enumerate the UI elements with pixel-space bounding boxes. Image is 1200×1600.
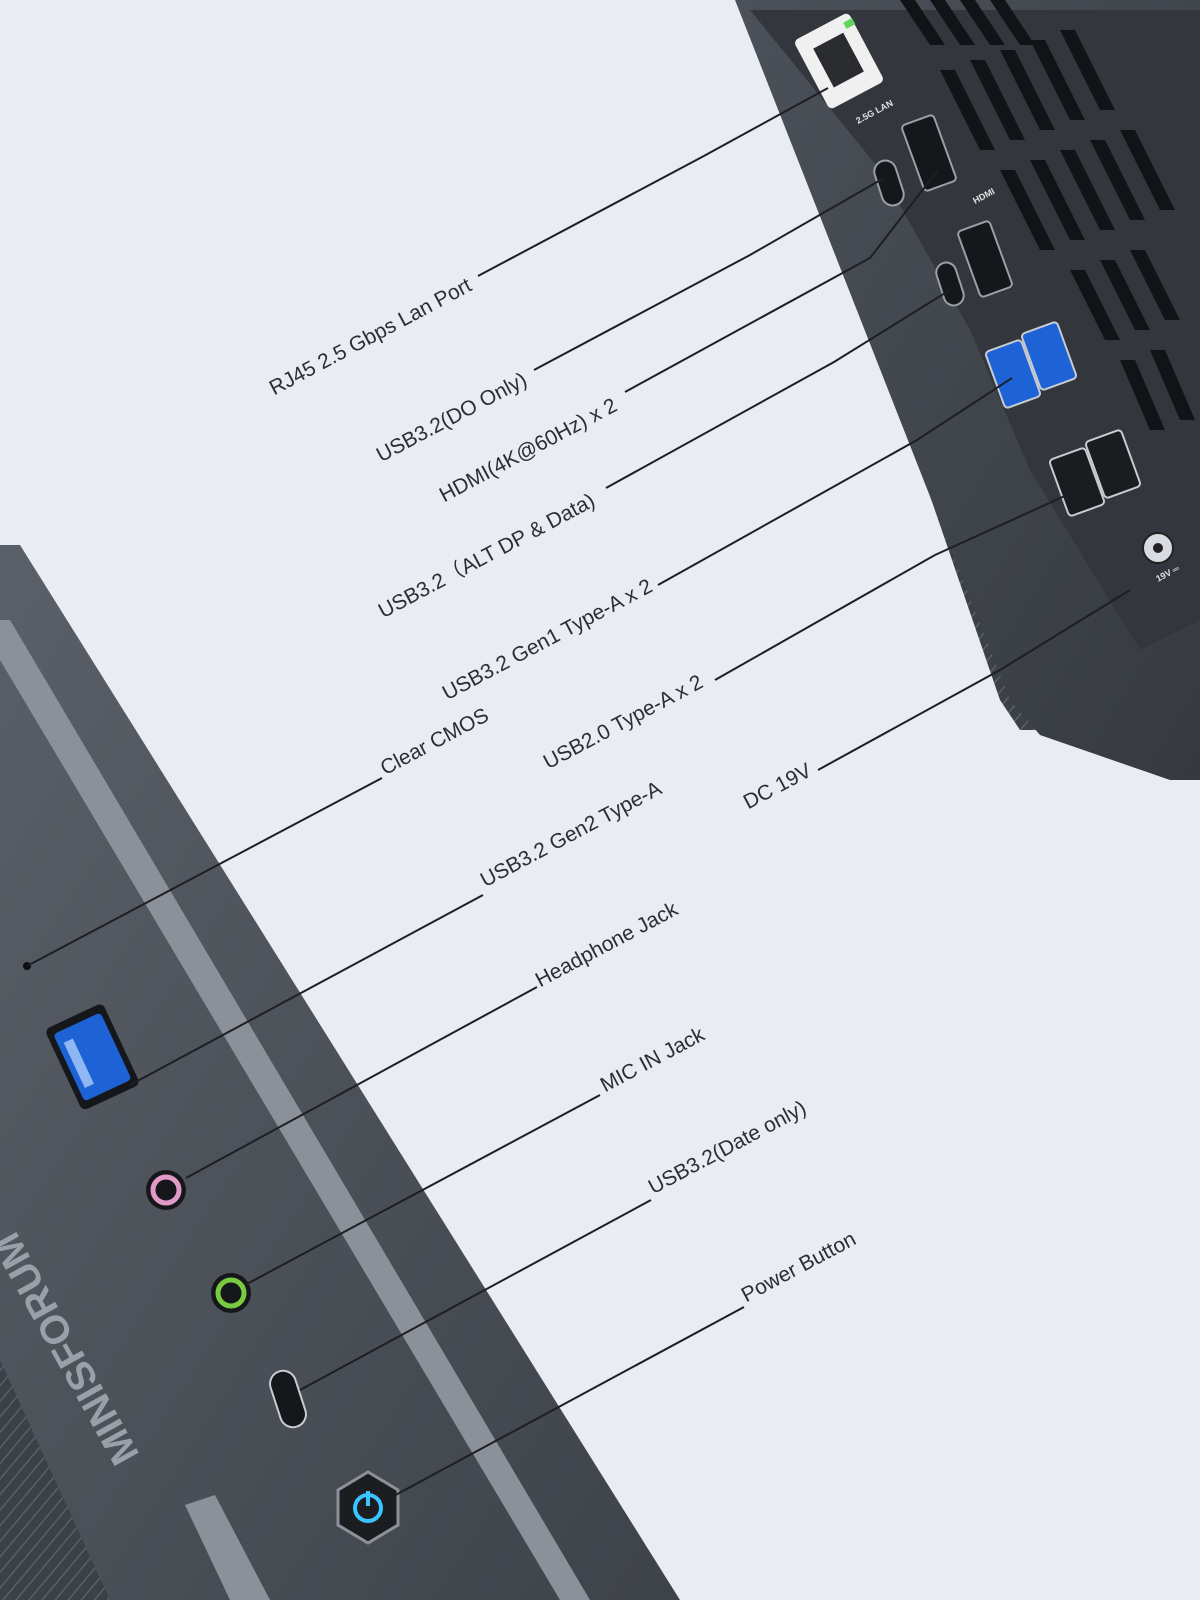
usb-c-icon: [269, 1369, 307, 1429]
rear-vents: [900, 0, 1195, 430]
usb-a-icon: [985, 339, 1041, 409]
hdmi-icon: [901, 114, 957, 192]
ethernet-icon: [795, 13, 883, 109]
power-icon: [336, 1470, 400, 1545]
microphone-icon: [211, 1273, 251, 1313]
headphone-icon: [146, 1170, 186, 1210]
usb-a-blue-pair: [985, 321, 1077, 409]
usb-c-icon: [873, 159, 905, 207]
usb-a-black-pair: [1049, 429, 1141, 517]
leader-lines: [26, 87, 1131, 1499]
hdmi-icon: [957, 220, 1013, 298]
usb-a-icon: [1021, 321, 1077, 391]
front-device: MINISFORUM: [0, 545, 680, 1600]
usb-a-icon: [46, 1004, 139, 1110]
usb-a-icon: [1085, 429, 1141, 499]
usb-a-icon: [1049, 447, 1105, 517]
rear-device: 2.5G LAN HDMI 19V ═: [600, 0, 1200, 780]
